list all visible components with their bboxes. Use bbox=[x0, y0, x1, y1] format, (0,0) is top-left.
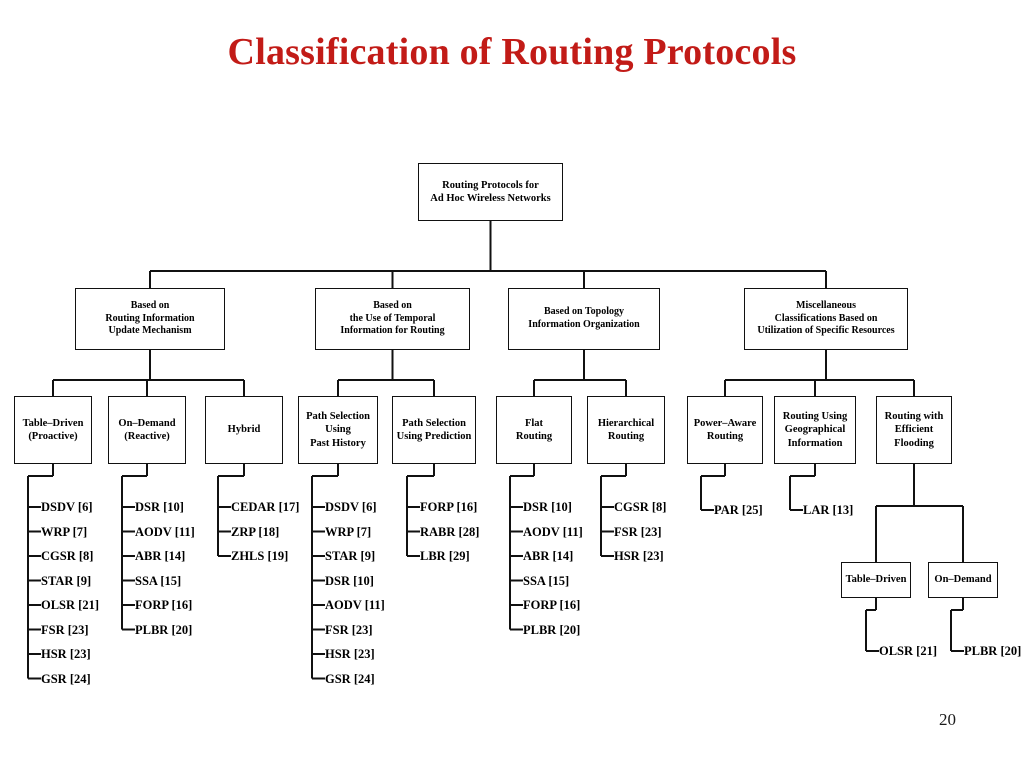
leaf-protocol: GSR [24] bbox=[41, 671, 91, 686]
node-line: Flat bbox=[524, 417, 544, 429]
leaf-protocol: FORP [16] bbox=[523, 598, 581, 612]
leaf-protocol: ABR [14] bbox=[523, 549, 574, 563]
node-on-demand-reactive: On–Demand (Reactive) bbox=[108, 396, 186, 464]
leaf-protocol: SSA [15] bbox=[135, 573, 182, 588]
leaf-protocol: CGSR [8] bbox=[614, 500, 667, 514]
node-efficient-flooding-on-demand: On–Demand bbox=[928, 562, 998, 598]
leaf-protocol: FORP [16] bbox=[420, 500, 478, 514]
leaf-protocol: DSR [10] bbox=[135, 500, 184, 514]
node-line: Based on Topology bbox=[543, 306, 625, 318]
leaf-protocol: PLBR [20] bbox=[135, 622, 193, 637]
node-table-driven-proactive: Table–Driven (Proactive) bbox=[14, 396, 92, 464]
leaf-protocol: AODV [11] bbox=[135, 524, 195, 539]
leaf-protocol: FSR [23] bbox=[41, 622, 89, 637]
leaf-protocol: DSR [10] bbox=[523, 500, 572, 514]
leaf-protocol: STAR [9] bbox=[325, 549, 376, 563]
node-line: (Reactive) bbox=[124, 431, 170, 442]
node-line: Ad Hoc Wireless Networks bbox=[430, 193, 551, 204]
node-line: Routing bbox=[515, 431, 553, 442]
node-root: Routing Protocols for Ad Hoc Wireless Net… bbox=[418, 163, 563, 221]
leaf-protocol: PLBR [20] bbox=[523, 622, 581, 637]
node-line: Classifications Based on bbox=[774, 312, 878, 324]
node-line: (Proactive) bbox=[28, 431, 78, 442]
page-title: Classification of Routing Protocols bbox=[227, 31, 797, 73]
leaf-protocol: FSR [23] bbox=[325, 622, 373, 637]
node-line: Based on bbox=[130, 299, 170, 311]
leaf-protocol: OLSR [21] bbox=[879, 644, 937, 658]
node-line: Routing with bbox=[884, 410, 944, 422]
node-line: Table–Driven bbox=[22, 417, 84, 429]
node-line: Update Mechanism bbox=[108, 325, 192, 337]
leaf-protocol: LAR [13] bbox=[803, 503, 854, 517]
node-line: Using Prediction bbox=[396, 431, 472, 442]
node-line: Efficient bbox=[894, 424, 934, 436]
leaf-protocol: HSR [23] bbox=[614, 549, 664, 563]
node-line: Geographical bbox=[784, 424, 846, 436]
leaf-protocol: OLSR [21] bbox=[41, 598, 99, 612]
leaf-protocol: AODV [11] bbox=[523, 524, 583, 539]
node-line: Routing Using bbox=[782, 410, 848, 422]
node-efficient-flooding-table-driven: Table–Driven bbox=[841, 562, 911, 598]
leaf-protocol: PAR [25] bbox=[714, 503, 763, 517]
leaf-protocol: ABR [14] bbox=[135, 549, 186, 563]
node-line: Table–Driven bbox=[845, 574, 907, 586]
leaf-protocol: CEDAR [17] bbox=[231, 500, 300, 514]
leaf-protocol: DSDV [6] bbox=[325, 500, 377, 514]
leaf-protocol: ZHLS [19] bbox=[231, 549, 289, 563]
node-line: On–Demand bbox=[934, 574, 992, 586]
leaf-protocol: LBR [29] bbox=[420, 549, 470, 563]
leaf-protocol: PLBR [20] bbox=[964, 644, 1022, 658]
leaf-protocol: DSR [10] bbox=[325, 573, 374, 588]
leaf-protocol: WRP [7] bbox=[41, 524, 88, 539]
leaf-protocol: WRP [7] bbox=[325, 524, 372, 539]
node-line: Routing bbox=[706, 431, 744, 442]
node-line: Hybrid bbox=[227, 424, 261, 436]
leaf-protocol: AODV [11] bbox=[325, 598, 385, 612]
leaf-protocol: FSR [23] bbox=[614, 524, 662, 539]
node-line: Hierarchical bbox=[597, 417, 655, 429]
node-hybrid: Hybrid bbox=[205, 396, 283, 464]
node-line: Information for Routing bbox=[340, 325, 445, 337]
node-line: Path Selection bbox=[306, 410, 370, 422]
leaf-protocol: RABR [28] bbox=[420, 524, 480, 539]
node-line: Information Organization bbox=[528, 319, 640, 330]
node-line: Based on bbox=[373, 299, 412, 311]
node-line: Routing bbox=[607, 431, 645, 442]
node-line: the Use of Temporal bbox=[349, 312, 436, 324]
leaf-protocol: STAR [9] bbox=[41, 573, 92, 588]
node-line: Information bbox=[787, 437, 843, 449]
leaf-protocol: HSR [23] bbox=[41, 647, 91, 661]
node-line: Power–Aware bbox=[693, 417, 757, 429]
node-line: On–Demand bbox=[118, 417, 176, 429]
leaf-protocol: DSDV [6] bbox=[41, 500, 93, 514]
node-line: Routing Protocols for bbox=[442, 179, 539, 191]
node-line: Miscellaneous bbox=[796, 299, 856, 311]
leaf-protocol: HSR [23] bbox=[325, 647, 375, 661]
node-line: Past History bbox=[310, 437, 366, 449]
page-number: 20 bbox=[939, 710, 956, 729]
leaf-protocol: GSR [24] bbox=[325, 671, 375, 686]
leaf-protocol: CGSR [8] bbox=[41, 549, 94, 563]
node-line: Path Selection bbox=[402, 417, 466, 429]
node-line: Flooding bbox=[894, 437, 934, 449]
leaf-protocol: ZRP [18] bbox=[231, 524, 280, 539]
leaf-protocol: FORP [16] bbox=[135, 598, 193, 612]
node-line: Utilization of Specific Resources bbox=[757, 325, 895, 337]
node-line: Using bbox=[325, 424, 351, 436]
node-line: Routing Information bbox=[105, 312, 195, 324]
leaf-protocol: SSA [15] bbox=[523, 573, 570, 588]
